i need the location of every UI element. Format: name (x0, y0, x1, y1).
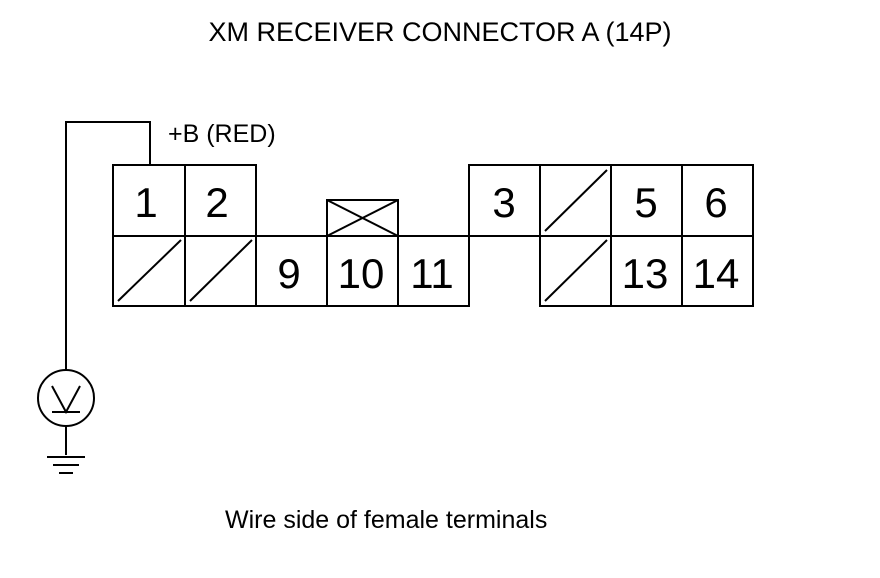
terminal-3: 3 (492, 179, 515, 226)
wire-label-b-red: +B (RED) (168, 120, 276, 148)
terminal-11: 11 (410, 250, 454, 297)
terminal-14: 14 (693, 250, 740, 297)
voltmeter-icon (37, 369, 95, 427)
diagram-title: XM RECEIVER CONNECTOR A (14P) (208, 17, 672, 47)
empty-cavity-slashes-left (117, 239, 253, 302)
terminal-1: 1 (134, 179, 157, 226)
connector-right-housing (468, 164, 754, 307)
terminal-10: 10 (338, 250, 385, 297)
empty-cavity-slashes-right (544, 169, 608, 302)
terminal-2: 2 (205, 179, 228, 226)
ground-icon (47, 456, 85, 474)
terminal-5: 5 (634, 179, 657, 226)
lock-tab (326, 199, 399, 237)
probe-wire (65, 121, 151, 455)
terminal-6: 6 (704, 179, 727, 226)
terminal-13: 13 (622, 250, 669, 297)
terminal-9: 9 (277, 250, 300, 297)
footer-caption: Wire side of female terminals (225, 506, 548, 534)
